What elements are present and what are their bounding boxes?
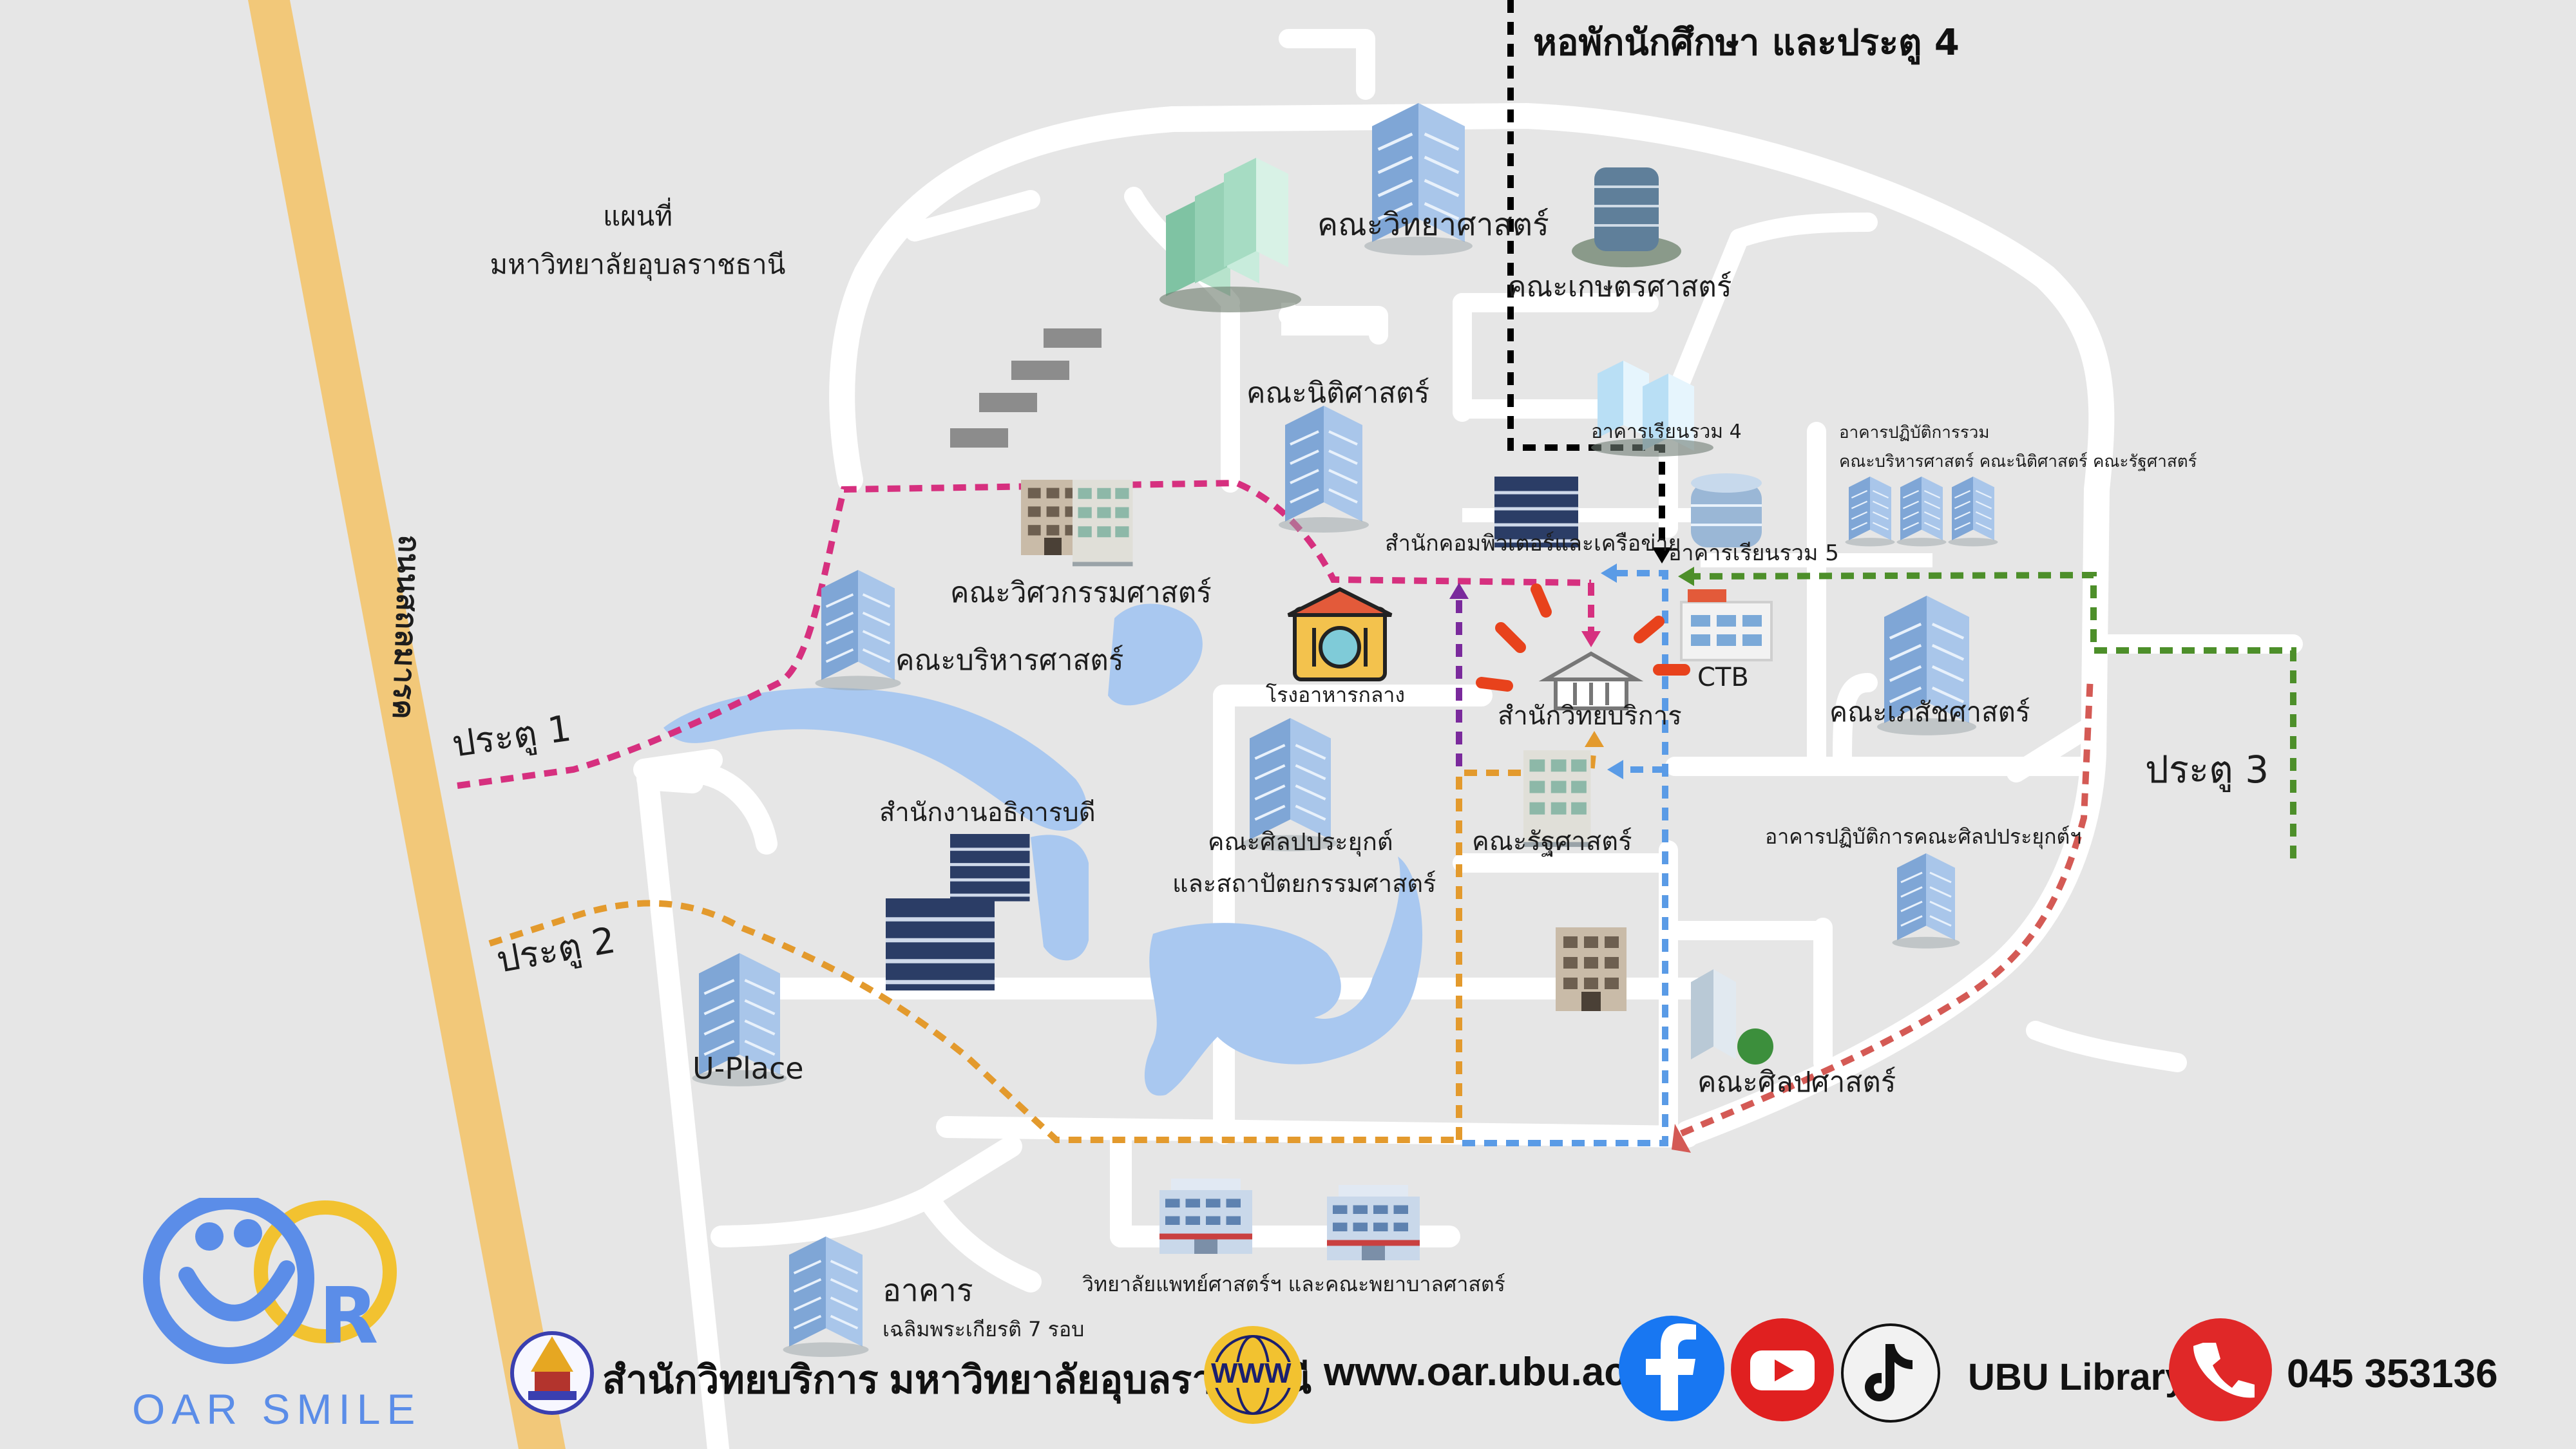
route-red — [1680, 676, 2094, 1137]
label-applied-arts-line2: และสถาปัตยกรรมศาสตร์ — [1172, 869, 1436, 898]
label-ctb: CTB — [1697, 663, 1749, 692]
gate-3-label: ประตู 3 — [2145, 748, 2269, 792]
map-title-line2: มหาวิทยาลัยอุบลราชธานี — [490, 249, 786, 281]
gate-1-label: ประตู 1 — [450, 708, 574, 766]
route-orange — [488, 900, 1462, 1143]
youtube-icon[interactable] — [1730, 1317, 1836, 1423]
route-pink — [457, 479, 1592, 789]
label-canteen: โรงอาหารกลาง — [1266, 683, 1405, 707]
route-green — [1687, 571, 2296, 866]
building-icon-ctb — [1680, 589, 1773, 661]
label-engineering: คณะวิศวกรรมศาสตร์ — [950, 576, 1212, 609]
label-lecture4: อาคารเรียนรวม 4 — [1591, 421, 1742, 443]
label-applied-arts-line1: คณะศิลปประยุกต์ — [1208, 828, 1393, 857]
oar-logo-icon: R — [143, 1198, 397, 1364]
label-chalerm-line2: เฉลิมพระเกียรติ 7 รอบ — [883, 1317, 1084, 1341]
label-chalerm-line1: อาคาร — [883, 1273, 973, 1309]
organization-name: สำนักวิทยบริการ มหาวิทยาลัยอุบลราชธานี — [602, 1358, 1312, 1401]
map-title-line1: แผนที่ — [603, 198, 673, 232]
svg-text:R: R — [319, 1272, 378, 1361]
building-icon-tan-center — [1556, 927, 1627, 1011]
building-icon-applied-practice — [1891, 852, 1961, 950]
arrow-pink — [1581, 631, 1601, 647]
label-applied-arts-practice: อาคารปฏิบัติการคณะศิลปประยุกต์ฯ — [1765, 824, 2081, 849]
north-destination-label: หอพักนักศึกษา และประตู 4 — [1533, 22, 1960, 65]
route-orange-north — [1456, 740, 1598, 1140]
building-icon-medicine-2 — [1327, 1185, 1420, 1260]
building-icon-agriculture — [1572, 167, 1681, 267]
label-liberal-arts: คณะศิลปศาสตร์ — [1697, 1066, 1896, 1099]
label-management: คณะบริหารศาสตร์ — [895, 644, 1124, 677]
website-link[interactable]: www.oar.ubu.ac.th — [1324, 1350, 1675, 1394]
www-icon[interactable] — [1198, 1323, 1308, 1426]
building-icon-management — [814, 569, 902, 692]
footer: R OAR SMILE สำนักวิทยบริการ มหาวิทยาลัยอ… — [0, 1198, 2576, 1449]
highway-label: ถนนสถลมารค — [386, 535, 427, 720]
arrow-red — [1672, 1124, 1691, 1153]
phone-icon[interactable] — [2168, 1317, 2274, 1423]
building-icon-practice — [1844, 475, 1999, 547]
grey-blocks — [950, 328, 1102, 448]
arrow-green — [1678, 567, 1694, 586]
arrow-blue-top — [1601, 564, 1617, 583]
building-icon-president-2 — [886, 898, 995, 990]
label-practice-line2: คณะบริหารศาสตร์ คณะนิติศาสตร์ คณะรัฐศาสต… — [1839, 452, 2197, 471]
oar-smile-text: OAR SMILE — [132, 1385, 422, 1433]
building-icon-president-1 — [950, 834, 1030, 902]
highlight-rays — [1476, 583, 1690, 692]
label-agriculture: คณะเกษตรศาสตร์ — [1507, 270, 1732, 303]
tiktok-icon[interactable] — [1839, 1321, 1942, 1425]
arrow-blue-side — [1607, 760, 1623, 779]
arrow-orange — [1585, 731, 1604, 747]
highway — [248, 0, 566, 1449]
label-library: สำนักวิทยบริการ — [1498, 701, 1682, 731]
arrow-black — [1652, 547, 1672, 564]
university-seal-icon — [510, 1331, 594, 1415]
building-icon-lecture4 — [1591, 361, 1713, 457]
label-pharmacy: คณะเภสัชศาสตร์ — [1829, 696, 2030, 728]
building-icon-lecture5 — [1691, 473, 1762, 547]
water-bodies — [663, 603, 1423, 1096]
label-practice-line1: อาคารปฏิบัติการรวม — [1839, 423, 1990, 442]
building-icon-medicine-1 — [1159, 1179, 1252, 1254]
building-icon-liberal-arts — [1691, 969, 1773, 1065]
label-science: คณะวิทยาศาสตร์ — [1317, 207, 1549, 243]
library-icon — [1538, 651, 1644, 710]
gate-2-label: ประตู 2 — [493, 920, 618, 982]
www-badge-text: WWW — [1211, 1358, 1292, 1389]
label-lecture5: อาคารเรียนรวม 5 — [1668, 540, 1839, 566]
route-blue — [1462, 570, 1668, 1146]
label-political-science: คณะรัฐศาสตร์ — [1472, 827, 1632, 857]
restaurant-icon — [1287, 587, 1393, 681]
label-law: คณะนิติศาสตร์ — [1246, 377, 1429, 410]
arrow-purple — [1449, 583, 1469, 599]
building-icon-nw — [1159, 158, 1301, 312]
campus-roads — [633, 29, 2303, 1449]
label-medicine: วิทยาลัยแพทย์ศาสตร์ฯ และคณะพยาบาลศาสตร์ — [1082, 1272, 1505, 1296]
building-icon-engineering-2 — [1073, 480, 1133, 567]
label-computer-center: สำนักคอมพิวเตอร์และเครือข่าย — [1385, 531, 1681, 556]
buildings — [692, 103, 1999, 1359]
label-president-office: สำนักงานอธิการบดี — [879, 798, 1096, 828]
building-icon-law — [1277, 404, 1370, 534]
walking-routes — [457, 0, 2296, 1146]
route-arrows — [1449, 547, 1694, 1153]
facebook-icon[interactable] — [1617, 1314, 1726, 1423]
route-black — [1507, 0, 1665, 547]
social-account-name[interactable]: UBU Library — [1968, 1356, 2186, 1398]
phone-number[interactable]: 045 353136 — [2287, 1352, 2498, 1396]
label-uplace: U-Place — [692, 1051, 804, 1086]
